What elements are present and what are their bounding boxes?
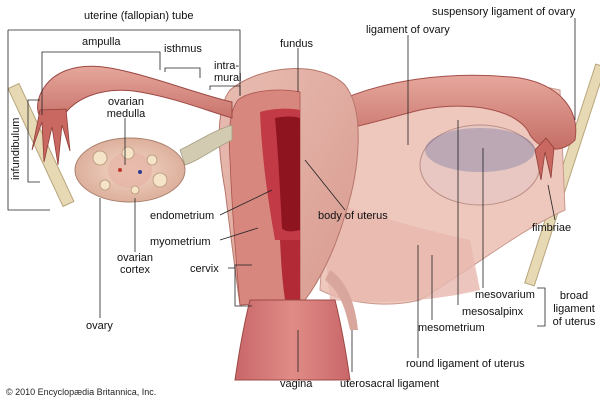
leader-lines [7,18,576,372]
label-infundibulum: infundibulum [10,117,22,180]
right-fimbriae [534,137,555,181]
label-intramural-2: mural [214,72,242,84]
left-ovarian-ligament [179,124,233,166]
follicle [121,146,135,160]
vagina [234,299,351,381]
mesometrium-sheet [320,200,480,302]
label-body-of-uterus: body of uterus [318,210,388,222]
label-suspensory-ligament: suspensory ligament of ovary [432,6,576,18]
label-round-ligament: round ligament of uterus [406,358,525,370]
label-mesometrium: mesometrium [418,322,485,334]
label-myometrium: myometrium [150,236,211,248]
label-uterosacral-ligament: uterosacral ligament [340,378,440,390]
copyright: © 2010 Encyclopædia Britannica, Inc. [6,387,157,397]
label-ligament-of-ovary: ligament of ovary [366,24,450,36]
uterosacral-ligament [325,270,358,330]
label-ampulla: ampulla [82,36,121,48]
label-ovarian-cortex-2: cortex [120,264,150,276]
label-fundus: fundus [280,38,314,50]
label-broad-ligament-1: broad [559,290,589,302]
label-ovarian-medulla-1: ovarian [107,96,145,108]
cervical-canal [280,240,300,300]
label-vagina: vagina [280,378,313,390]
follicle [130,185,140,195]
label-ovarian-cortex-1: ovarian [116,252,154,264]
label-endometrium: endometrium [150,210,215,222]
follicle [152,172,168,188]
right-tube [329,74,577,150]
follicle [146,154,158,166]
label-uterine-tube: uterine (fallopian) tube [84,10,194,22]
label-fimbriae: fimbriae [532,222,572,234]
label-cervix: cervix [190,263,219,275]
left-fimbriae [31,108,71,166]
label-mesosalpinx: mesosalpinx [462,306,524,318]
label-mesovarium: mesovarium [475,289,535,301]
follicle [92,150,108,166]
label-broad-ligament-2: ligament [553,303,595,315]
label-broad-ligament-3: of uterus [552,316,596,328]
label-ovarian-medulla-2: medulla [106,108,146,120]
label-intramural-1: intra- [214,60,240,72]
label-isthmus: isthmus [164,43,202,55]
label-ovary: ovary [86,320,113,332]
uterine-cavity [275,116,300,232]
follicle [99,179,111,191]
